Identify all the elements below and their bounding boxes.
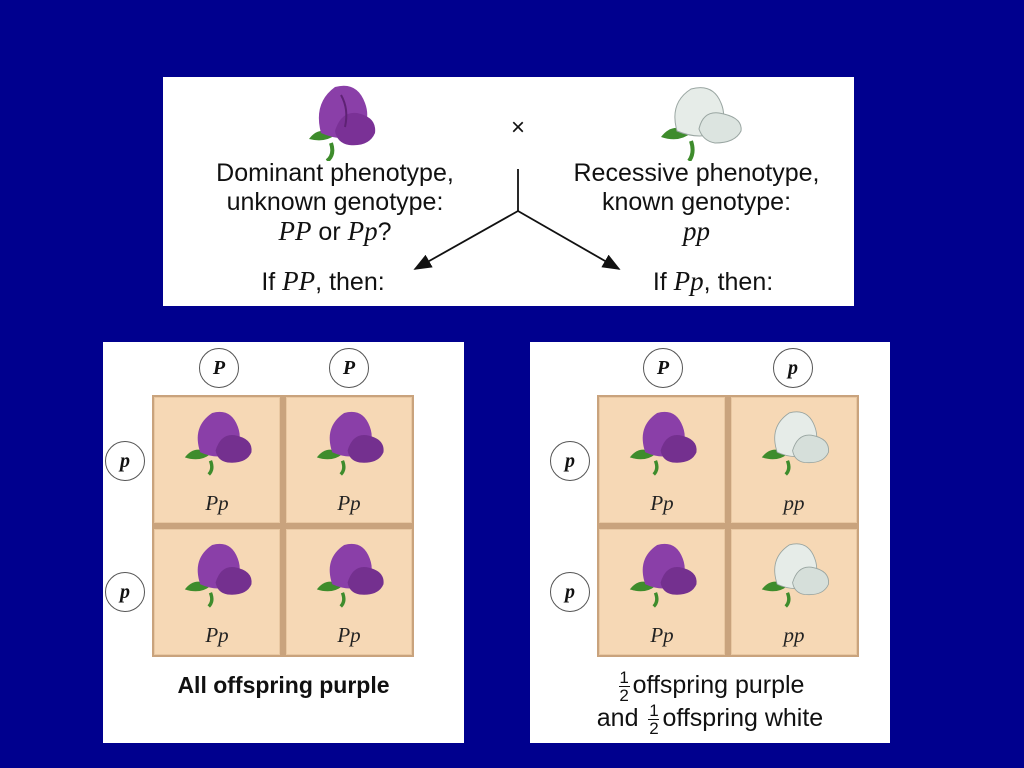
cell-genotype: Pp (205, 623, 229, 647)
recessive-line1: Recessive phenotype, (573, 159, 820, 187)
white-flower-icon (661, 87, 742, 161)
punnett-cell: Pp (154, 397, 280, 523)
punnett-cell: Pp (599, 529, 725, 655)
test-cross-panel: × Dominant phenotype, unknown genotype: … (163, 77, 854, 306)
white-flower-icon (761, 543, 829, 608)
cross-branch-arrows (413, 169, 621, 270)
purple-flower-icon (629, 411, 697, 476)
punnett-cell: Pp (154, 529, 280, 655)
genotype-pp: pp (683, 216, 710, 246)
cell-genotype: Pp (205, 491, 229, 515)
recessive-line2: known genotype: (601, 188, 792, 216)
cell-genotype: Pp (650, 623, 674, 647)
if-PP-genotype: PP (282, 266, 316, 296)
dominant-line2: unknown genotype: (226, 188, 444, 216)
recessive-phenotype-label: Recessive phenotype, known genotype: pp (539, 159, 854, 247)
cell-genotype: Pp (337, 491, 361, 515)
row-allele-1: p (550, 441, 590, 481)
white-flower-icon (761, 411, 829, 476)
row-allele-1: p (105, 441, 145, 481)
punnett-square-PP: P P p p Pp Pp Pp Pp All offspring purple (103, 342, 464, 743)
purple-flower-icon (309, 85, 376, 161)
dominant-phenotype-label: Dominant phenotype, unknown genotype: PP… (163, 159, 507, 247)
if-PP-label: If PP, then: (261, 266, 385, 297)
purple-flower-icon (184, 411, 252, 476)
genotype-Pp: Pp (347, 216, 378, 246)
punnett-cell: pp (731, 397, 857, 523)
dominant-line1: Dominant phenotype, (216, 159, 454, 187)
genotype-PP: PP (278, 216, 312, 246)
if-Pp-genotype: Pp (673, 266, 704, 296)
question-mark: ? (377, 218, 392, 246)
col-allele-1: P (643, 348, 683, 388)
cell-genotype: Pp (337, 623, 361, 647)
col-allele-2: P (329, 348, 369, 388)
punnett-cell: Pp (286, 397, 412, 523)
or-text: or (311, 218, 348, 246)
purple-flower-icon (184, 543, 252, 608)
punnett-cell: pp (731, 529, 857, 655)
dominant-genotype-options: PP or Pp? (163, 217, 507, 247)
col-allele-2: p (773, 348, 813, 388)
punnett-grid: Pp pp Pp pp (597, 395, 859, 657)
if-Pp-label: If Pp, then: (652, 266, 774, 297)
punnett-cell: Pp (599, 397, 725, 523)
purple-flower-icon (316, 543, 384, 608)
punnett-grid: Pp Pp Pp Pp (152, 395, 414, 657)
cross-symbol: × (510, 114, 525, 141)
row-allele-2: p (105, 572, 145, 612)
cell-genotype: Pp (650, 491, 674, 515)
purple-flower-icon (629, 543, 697, 608)
punnett-cell: Pp (286, 529, 412, 655)
row-allele-2: p (550, 572, 590, 612)
cell-genotype: pp (783, 623, 805, 647)
purple-flower-icon (316, 411, 384, 476)
col-allele-1: P (199, 348, 239, 388)
left-caption: All offspring purple (177, 672, 390, 698)
cell-genotype: pp (783, 491, 805, 515)
